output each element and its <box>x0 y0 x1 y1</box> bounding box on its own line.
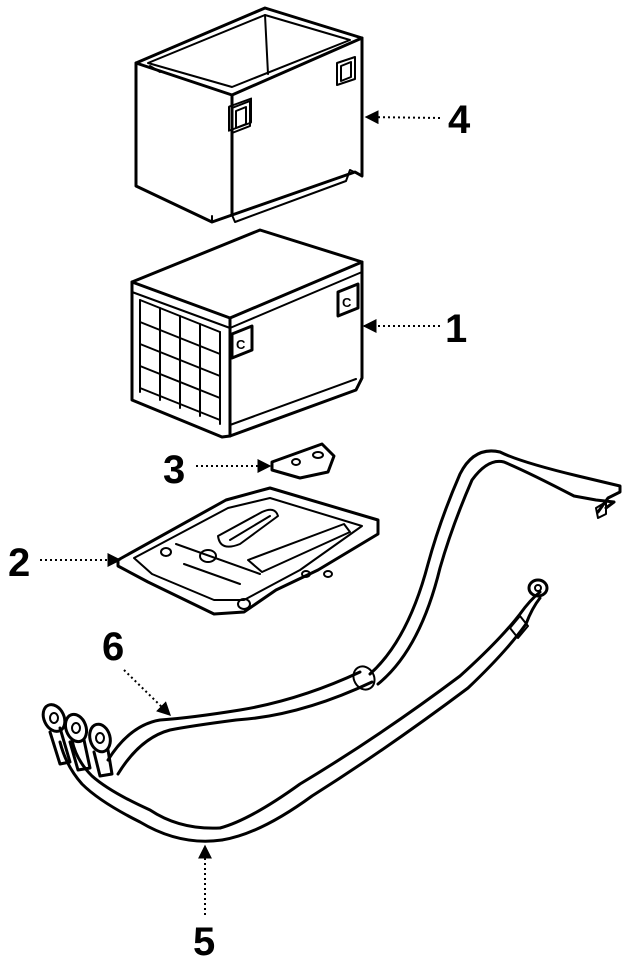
battery-insulator-box <box>134 6 364 224</box>
battery-cable-harness <box>41 449 622 843</box>
callout-6: 6 <box>102 625 172 716</box>
callout-number-6: 6 <box>102 625 124 669</box>
callout-number-4: 4 <box>448 98 471 142</box>
callout-1: 1 <box>362 307 467 351</box>
hold-down-clamp <box>270 442 336 480</box>
callout-number-1: 1 <box>445 307 467 351</box>
terminal-mark-right: C <box>342 295 352 310</box>
callout-5: 5 <box>193 844 215 963</box>
battery-cell-grid <box>139 299 221 425</box>
battery: C C <box>130 228 364 439</box>
callout-number-2: 2 <box>8 541 30 585</box>
ring-terminals <box>41 703 114 778</box>
terminal-marker-right: C <box>336 282 360 318</box>
callout-2: 2 <box>8 541 122 585</box>
callout-4: 4 <box>364 98 471 142</box>
callout-number-5: 5 <box>193 920 215 963</box>
callout-3: 3 <box>163 448 272 492</box>
callout-number-3: 3 <box>163 448 185 492</box>
battery-tray <box>116 486 380 616</box>
terminal-mark-left: C <box>236 337 246 352</box>
terminal-marker-left: C <box>230 324 254 360</box>
